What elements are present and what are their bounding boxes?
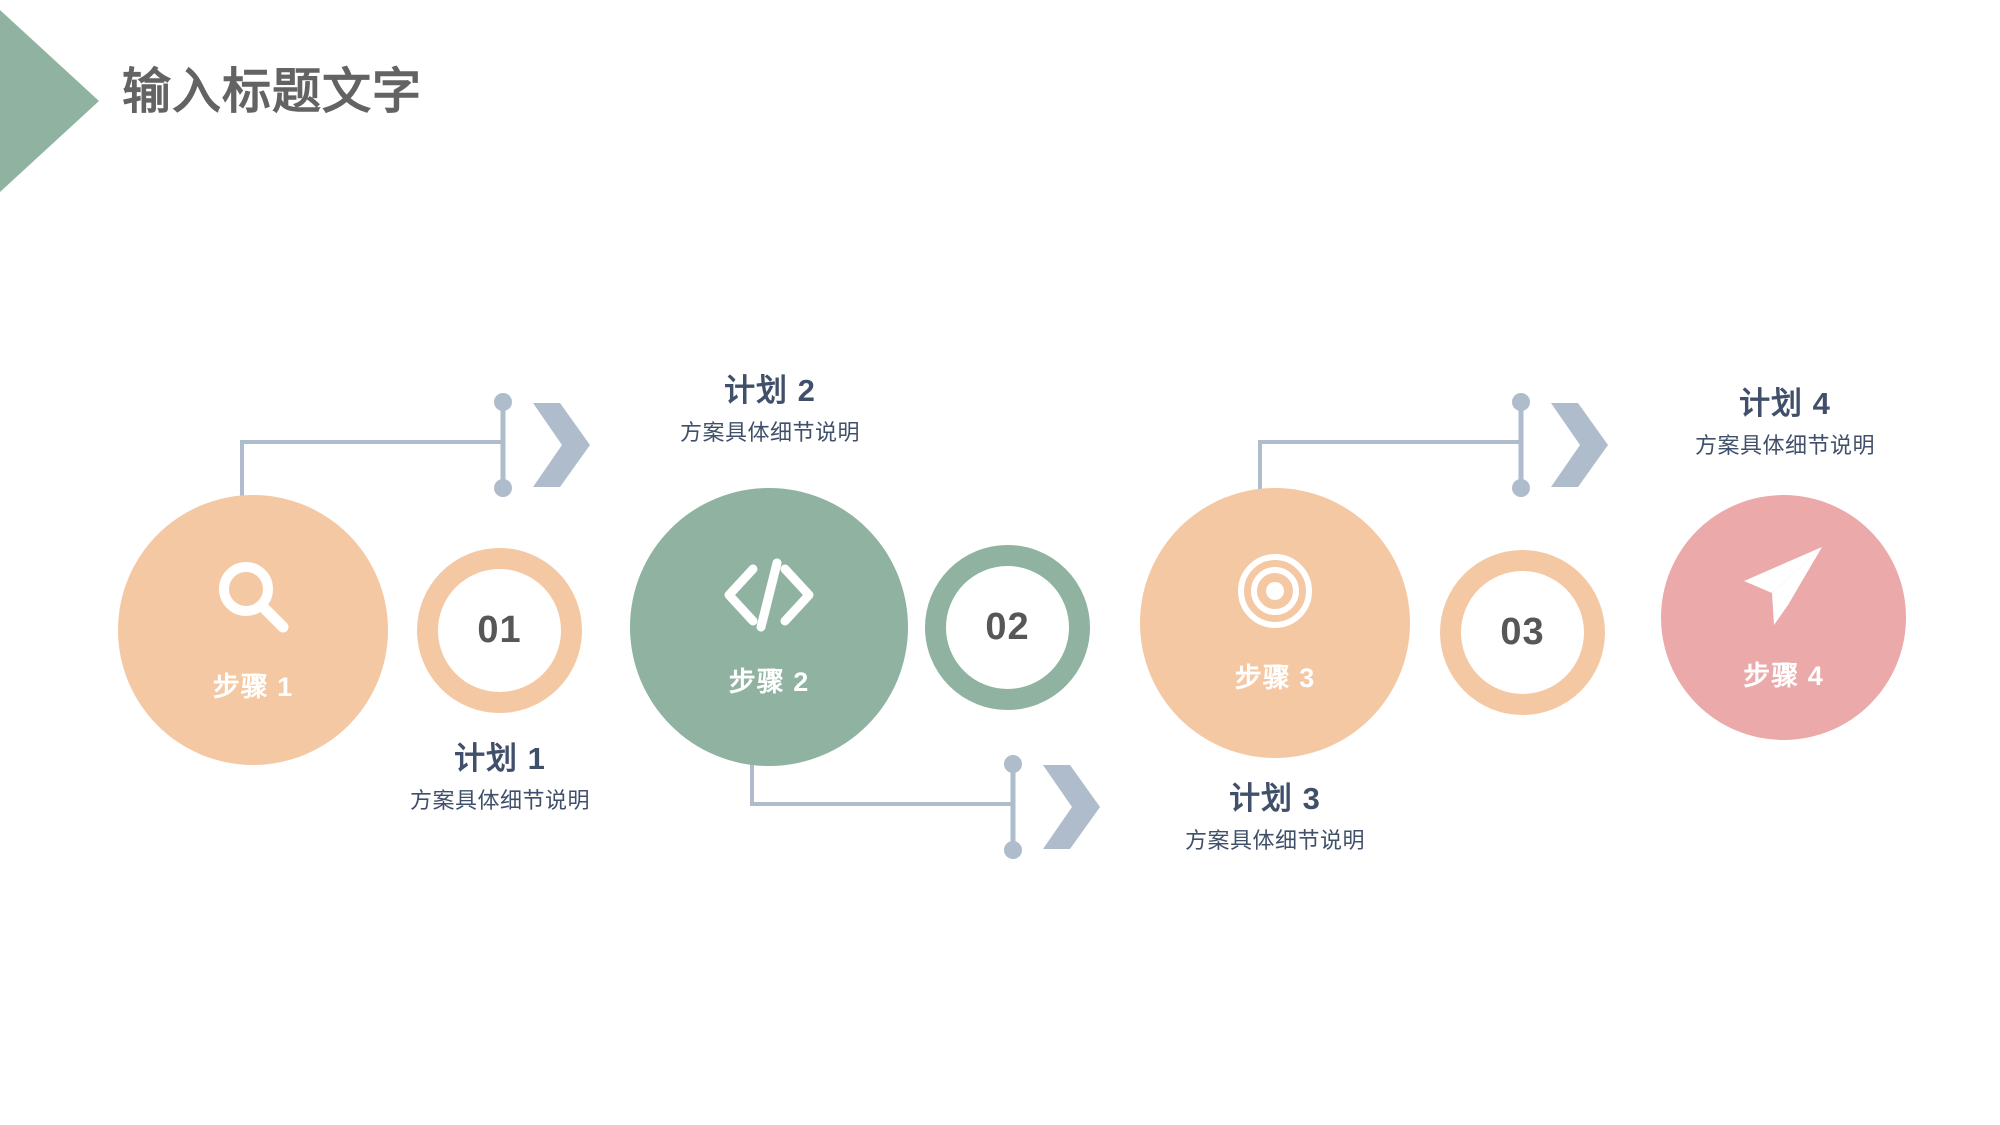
step-label-4: 步骤 4 <box>1743 660 1824 691</box>
target-icon <box>1235 551 1315 636</box>
connector-step1-to-step2 <box>240 393 590 510</box>
step-label-3: 步骤 3 <box>1234 663 1316 693</box>
plan-block-4: 计划 4 方案具体细节说明 <box>1620 385 1950 462</box>
number-value-02: 02 <box>985 606 1030 648</box>
search-icon <box>211 556 295 645</box>
number-value-03: 03 <box>1500 611 1545 653</box>
plan-desc-2: 方案具体细节说明 <box>679 420 860 446</box>
number-ring-01[interactable]: 01 <box>417 548 582 713</box>
step-label-1: 步骤 1 <box>212 672 294 702</box>
plan-title-4: 计划 4 <box>1739 386 1831 421</box>
step-circle-4[interactable]: 步骤 4 <box>1661 495 1906 740</box>
step-circle-2[interactable]: 步骤 2 <box>630 488 908 766</box>
plan-desc-3: 方案具体细节说明 <box>1184 828 1365 854</box>
step-circle-3[interactable]: 步骤 3 <box>1140 488 1410 758</box>
number-ring-02[interactable]: 02 <box>925 545 1090 710</box>
code-icon <box>721 555 817 640</box>
plan-title-2: 计划 2 <box>724 373 816 408</box>
plan-block-2: 计划 2 方案具体细节说明 <box>605 372 935 449</box>
paper-plane-icon <box>1738 543 1830 634</box>
plan-desc-4: 方案具体细节说明 <box>1694 433 1875 459</box>
plan-block-3: 计划 3 方案具体细节说明 <box>1115 780 1435 857</box>
page-title: 输入标题文字 <box>122 65 423 119</box>
plan-block-1: 计划 1 方案具体细节说明 <box>340 740 660 817</box>
plan-title-1: 计划 1 <box>454 741 546 776</box>
number-value-01: 01 <box>477 609 522 651</box>
step-circle-1[interactable]: 步骤 1 <box>118 495 388 765</box>
number-ring-03[interactable]: 03 <box>1440 550 1605 715</box>
plan-title-3: 计划 3 <box>1229 781 1321 816</box>
step-label-2: 步骤 2 <box>728 667 810 697</box>
plan-desc-1: 方案具体细节说明 <box>409 788 590 814</box>
